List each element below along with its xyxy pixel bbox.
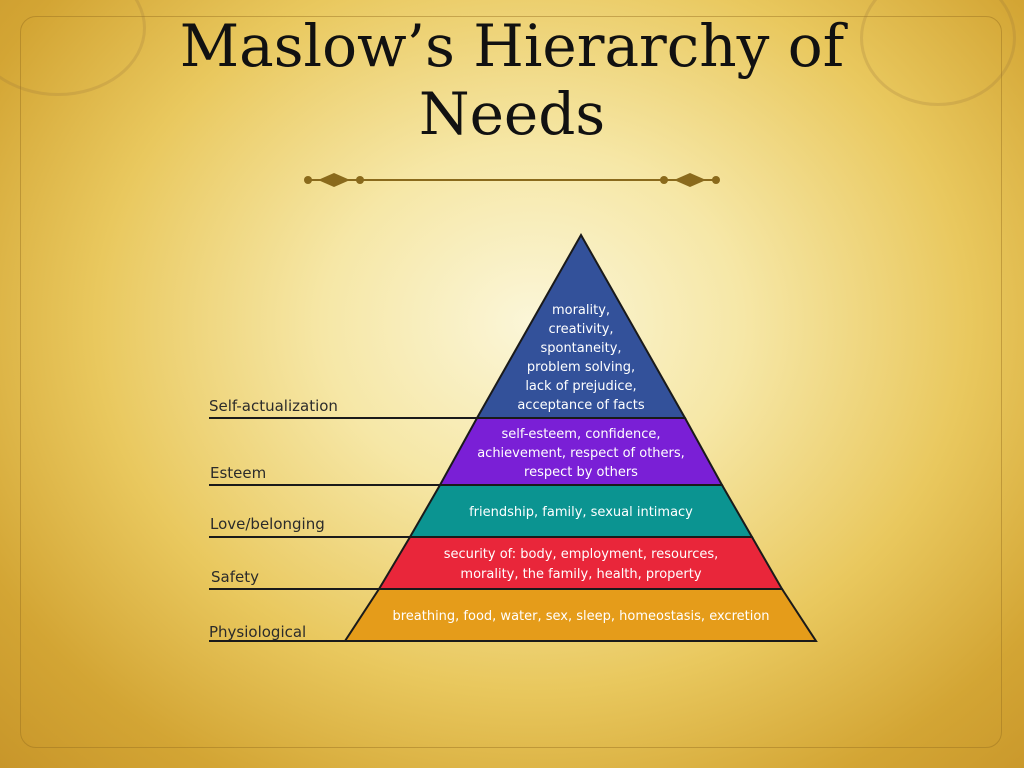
- tier-line: problem solving,: [527, 360, 635, 375]
- level-label-safety: Safety: [211, 568, 259, 586]
- tier-line: acceptance of facts: [517, 398, 645, 413]
- slide-frame: [20, 16, 1002, 748]
- level-label-physiological: Physiological: [209, 623, 306, 641]
- tier-line: respect by others: [524, 465, 638, 480]
- tier-line: security of: body, employment, resources…: [444, 547, 719, 562]
- title-line-2: Needs: [418, 80, 606, 148]
- tier-line: spontaneity,: [540, 341, 621, 356]
- tier-text-self-actualization: morality, creativity, spontaneity, probl…: [517, 303, 645, 413]
- tier-physiological: [343, 588, 818, 642]
- title-ornament-divider: [304, 173, 720, 187]
- tier-text-esteem: self-esteem, confidence, achievement, re…: [477, 427, 685, 480]
- tier-line: creativity,: [548, 322, 613, 337]
- level-label-love-belonging: Love/belonging: [210, 515, 325, 533]
- tier-line: self-esteem, confidence,: [501, 427, 660, 442]
- level-label-esteem: Esteem: [210, 464, 266, 482]
- tier-line: lack of prejudice,: [525, 379, 636, 394]
- tier-line: achievement, respect of others,: [477, 446, 685, 461]
- tier-text-physiological: breathing, food, water, sex, sleep, home…: [392, 609, 769, 624]
- tier-text-love-belonging: friendship, family, sexual intimacy: [469, 505, 693, 520]
- tier-line: morality,: [552, 303, 610, 318]
- tier-line: friendship, family, sexual intimacy: [469, 505, 693, 520]
- tier-line: breathing, food, water, sex, sleep, home…: [392, 609, 769, 624]
- level-label-self-actualization: Self-actualization: [209, 397, 338, 415]
- title-line-1: Maslow’s Hierarchy of: [179, 12, 845, 80]
- tier-line: morality, the family, health, property: [460, 567, 701, 582]
- slide-title: Maslow’s Hierarchy of Needs: [0, 12, 1024, 148]
- tier-text-safety: security of: body, employment, resources…: [444, 547, 719, 582]
